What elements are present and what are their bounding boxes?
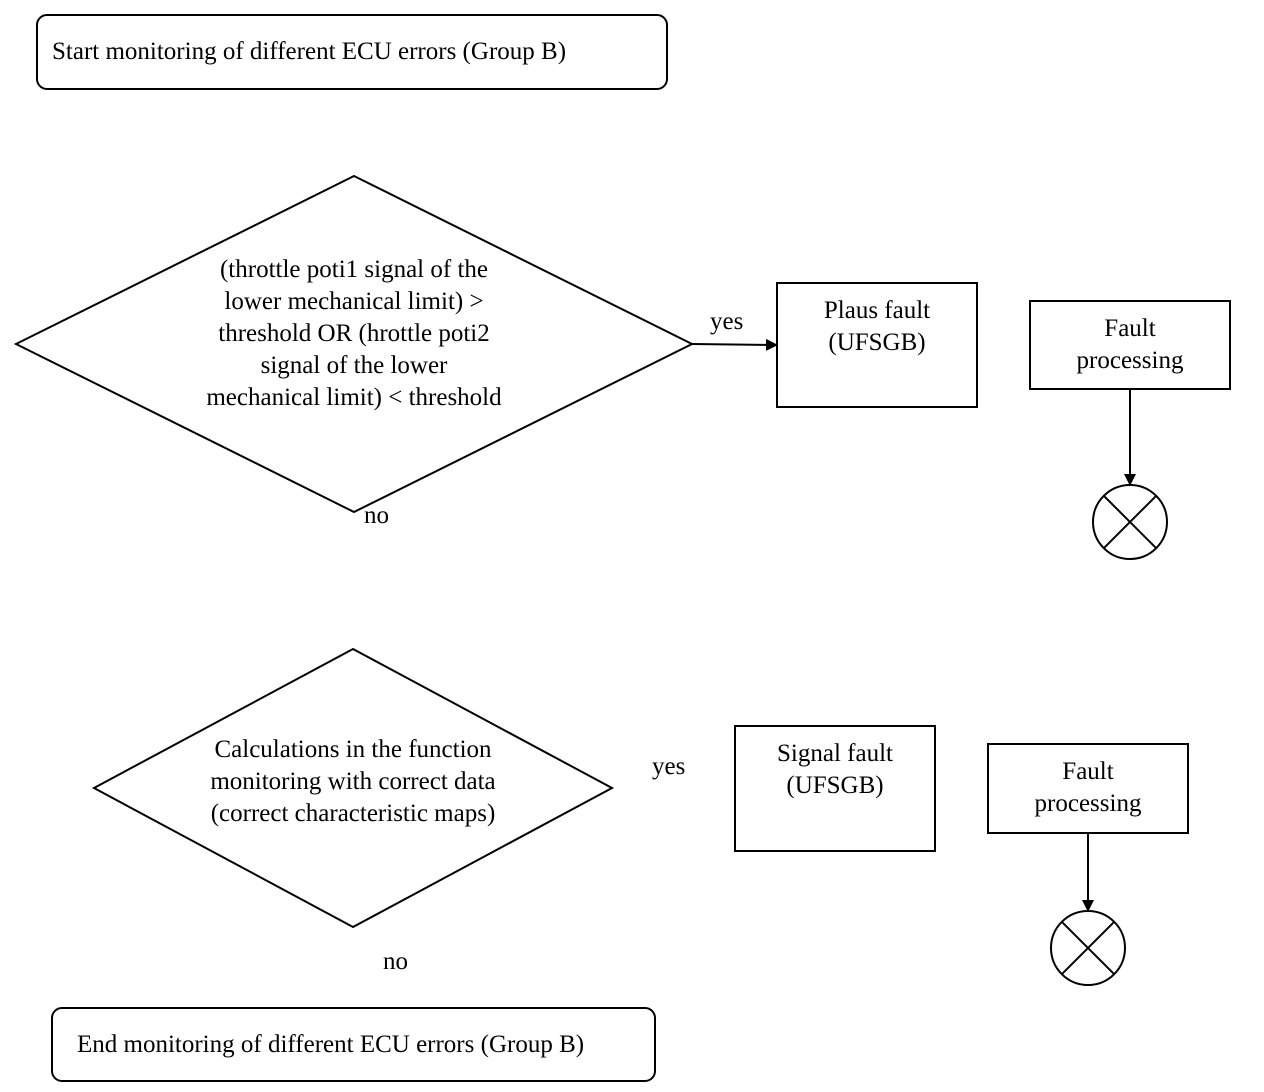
decision-2-no-label: no — [383, 948, 408, 975]
fault-processing-1-box — [1029, 300, 1231, 390]
stop-symbol-2 — [1050, 910, 1126, 986]
fault-processing-2-line: Fault — [1062, 758, 1114, 785]
start-label: Start monitoring of different ECU errors… — [52, 38, 567, 65]
decision-2-line: monitoring with correct data — [210, 768, 496, 795]
plaus-fault-box — [776, 282, 978, 408]
signal-fault-line: (UFSGB) — [786, 772, 884, 799]
decision-1-line: threshold OR (hrottle poti2 — [218, 320, 490, 347]
decision-1-yes-arrow — [691, 338, 778, 351]
plaus-fault-line: Plaus fault — [823, 297, 931, 324]
decision-1-line: lower mechanical limit) > — [224, 288, 484, 315]
decision-1-line: (throttle poti1 signal of the — [219, 256, 488, 283]
decision-1-diamond — [13, 174, 695, 514]
signal-fault-line: Signal fault — [777, 740, 893, 767]
fault-processing-1-text: Fault processing — [1030, 313, 1230, 377]
signal-fault-box — [734, 725, 936, 852]
decision-1-yes-label: yes — [710, 308, 744, 335]
decision-2-diamond — [91, 647, 615, 929]
end-terminator — [51, 1007, 656, 1082]
plaus-fault-text: Plaus fault (UFSGB) — [777, 295, 977, 359]
decision-1-line: signal of the lower — [260, 352, 448, 379]
fault-processing-1-line: processing — [1076, 347, 1184, 374]
fault-processing-1-line: Fault — [1104, 315, 1156, 342]
decision-1-no-label: no — [364, 502, 389, 529]
decision-2-line: Calculations in the function — [214, 736, 492, 763]
decision-1-line: mechanical limit) < threshold — [206, 384, 502, 411]
fault-processing-2-box — [987, 743, 1189, 834]
signal-fault-text: Signal fault (UFSGB) — [735, 738, 935, 802]
decision-2-line: (correct characteristic maps) — [210, 800, 496, 827]
fault-processing-2-line: processing — [1034, 790, 1142, 817]
stop-symbol-1 — [1092, 484, 1168, 560]
end-label: End monitoring of different ECU errors (… — [77, 1031, 585, 1058]
decision-1-text: (throttle poti1 signal of the lower mech… — [154, 254, 554, 414]
fault-processing-2-text: Fault processing — [988, 756, 1188, 820]
decision-2-yes-label: yes — [652, 753, 686, 780]
decision-2-text: Calculations in the function monitoring … — [153, 734, 553, 830]
start-terminator — [36, 14, 668, 90]
plaus-fault-line: (UFSGB) — [828, 329, 926, 356]
